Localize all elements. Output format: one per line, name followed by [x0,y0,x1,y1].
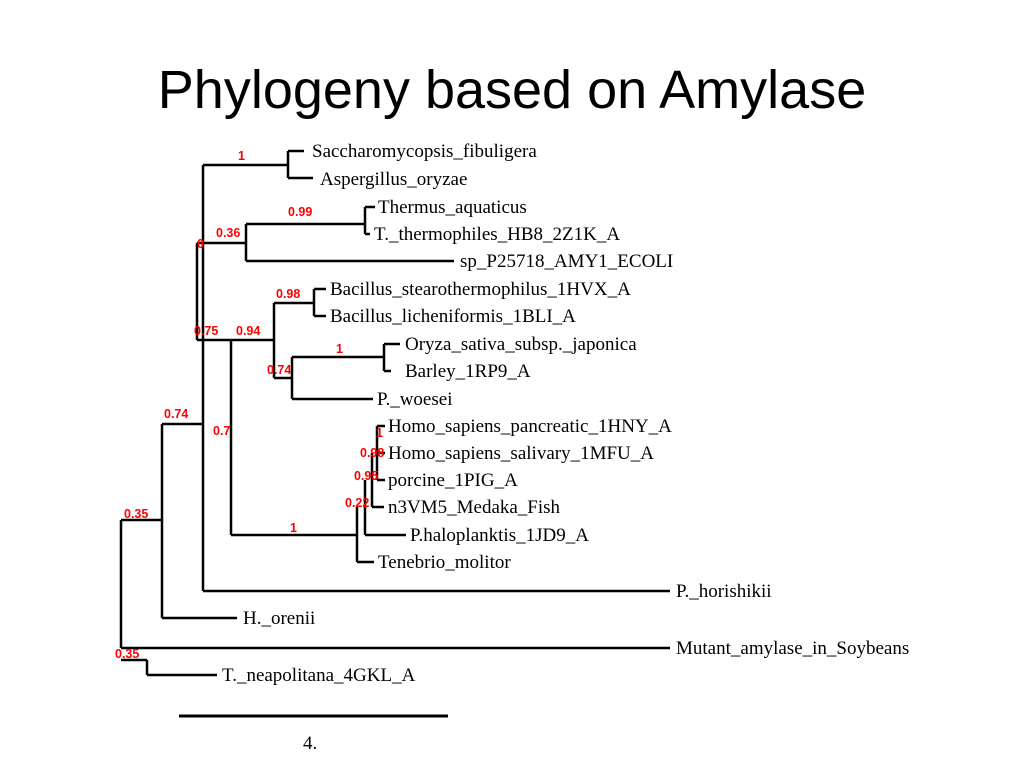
scale-bar: 4. [179,714,448,754]
support-value: 0.99 [288,205,312,219]
branch [274,287,326,318]
support-value: 0.75 [194,324,218,338]
leaf-label: P.haloplanktis_1JD9_A [410,525,589,546]
branch [290,357,373,401]
support-value: 1 [238,149,245,163]
leaf-label: Aspergillus_oryzae [320,169,467,190]
branch [121,424,237,620]
leaf-label: sp_P25718_AMY1_ECOLI [460,251,673,272]
support-value: 0 [197,237,204,251]
branch [162,165,670,593]
branch [357,424,406,564]
support-value: 0.7 [213,424,230,438]
leaf-label: P._woesei [377,389,452,410]
slide-title: Phylogeny based on Amylase [157,60,867,120]
support-value: 0.35 [115,647,139,661]
support-value: 0.74 [267,363,291,377]
support-values: 1 0.99 0.36 0 0.98 0.75 0.94 1 0.74 0.74… [115,149,384,661]
branch [203,149,313,180]
tree-branches [119,149,670,677]
leaf-label: Oryza_sativa_subsp._japonica [405,334,637,355]
support-value: 0.22 [345,496,369,510]
leaf-label: H._orenii [243,608,315,629]
leaf-label: Homo_sapiens_pancreatic_1HNY_A [388,416,672,437]
support-value: 0.74 [164,407,188,421]
support-value: 0.98 [276,287,300,301]
support-value: 1 [290,521,297,535]
leaf-label: Mutant_amylase_in_Soybeans [676,638,909,659]
support-value: 1 [336,342,343,356]
leaf-label: Barley_1RP9_A [405,361,531,382]
leaf-label: Thermus_aquaticus [378,197,527,218]
leaf-label: Bacillus_stearothermophilus_1HVX_A [330,279,631,300]
leaf-label: Bacillus_licheniformis_1BLI_A [330,306,576,327]
leaf-label: P._horishikii [676,581,772,602]
leaf-label: n3VM5_Medaka_Fish [388,497,561,518]
leaf-label: Saccharomycopsis_fibuligera [312,141,537,162]
support-value: 0.95 [354,469,378,483]
branch [195,241,231,342]
leaf-label: Homo_sapiens_salivary_1MFU_A [388,443,654,464]
leaf-label: T._neapolitana_4GKL_A [222,665,416,686]
support-value: 0.94 [236,324,260,338]
scale-bar-label: 4. [303,733,317,754]
leaf-label: Tenebrio_molitor [378,552,511,573]
branch [231,426,379,562]
branch [246,205,375,236]
branch [292,342,400,373]
support-value: 0.35 [124,507,148,521]
support-value: 0.98 [360,446,384,460]
leaf-label: T._thermophiles_HB8_2Z1K_A [374,224,620,245]
leaf-label: porcine_1PIG_A [388,470,518,491]
branch [119,520,670,677]
support-value: 0.36 [216,226,240,240]
support-value: 1 [376,426,383,440]
leaf-labels: Saccharomycopsis_fibuligera Aspergillus_… [222,141,909,686]
